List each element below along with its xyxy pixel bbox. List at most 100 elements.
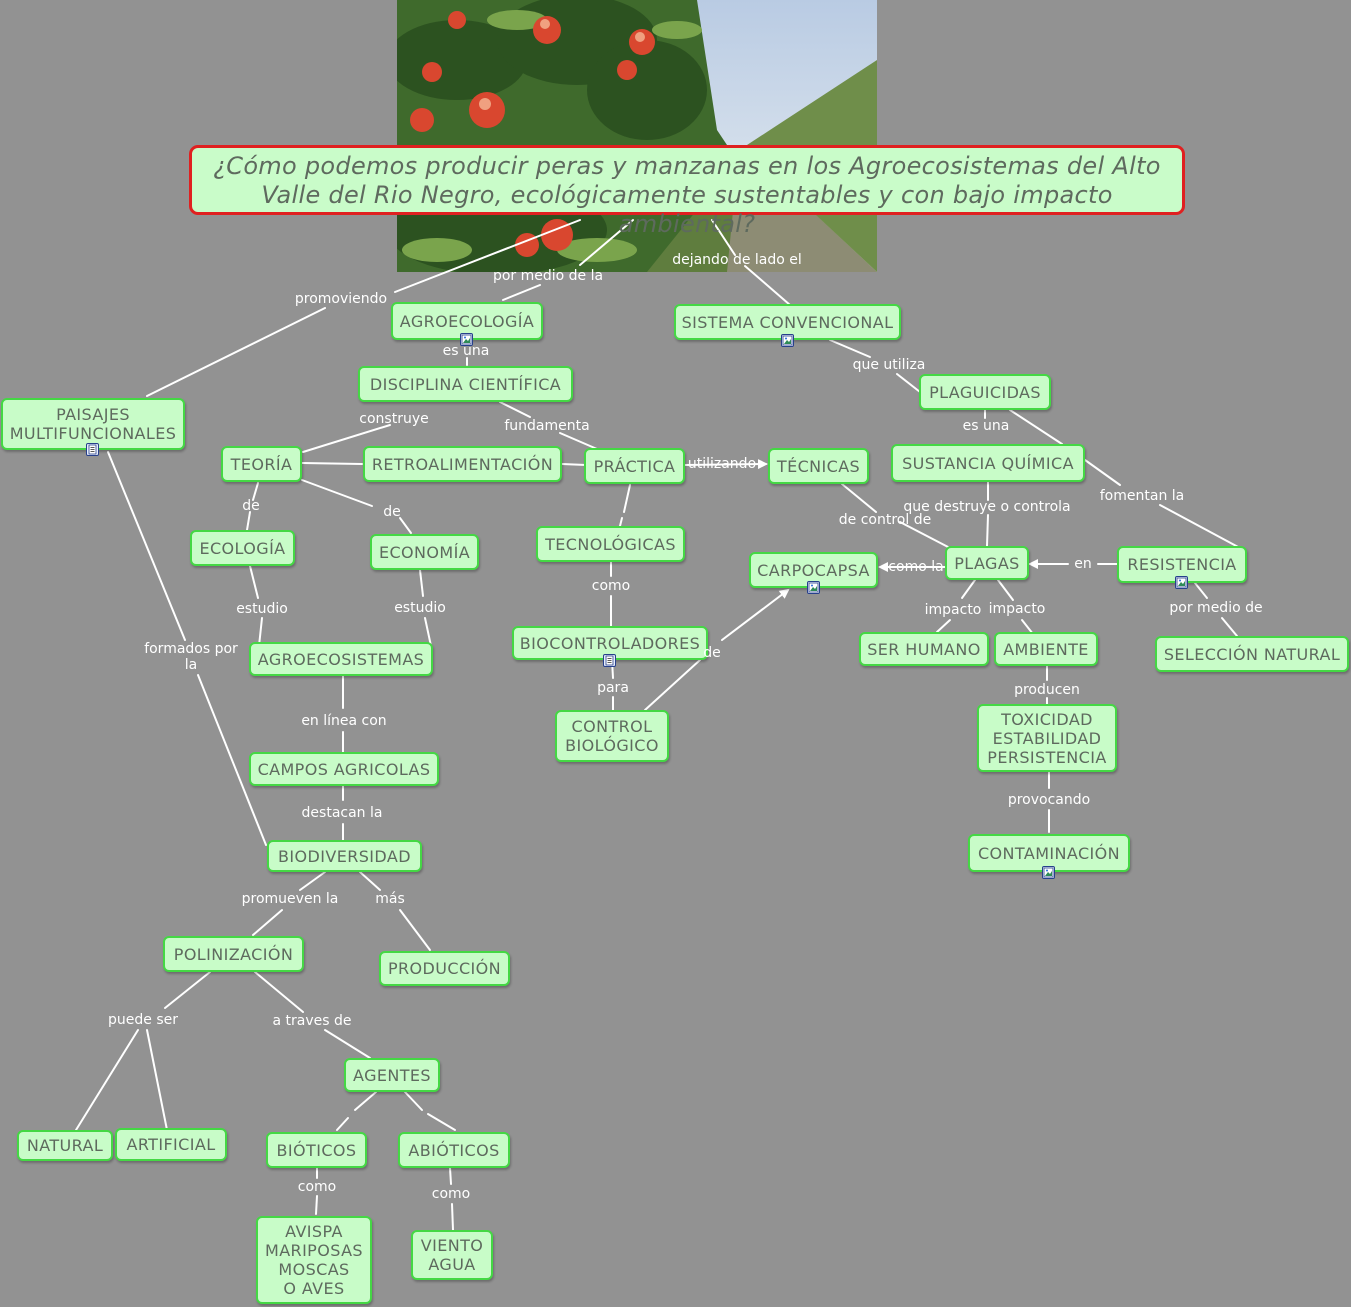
link-line: [399, 517, 412, 534]
link-label: construye: [359, 411, 429, 427]
concept-agroecosistemas[interactable]: AGROECOSISTEMAS: [249, 642, 433, 676]
link-line: [324, 1029, 371, 1059]
link-line: [254, 971, 304, 1013]
concept-tecnicas[interactable]: TÉCNICAS: [768, 448, 869, 484]
link-line: [619, 517, 623, 527]
link-line: [559, 432, 598, 450]
link-label: es una: [962, 418, 1010, 434]
concept-economia[interactable]: ECONOMÍA: [370, 534, 479, 570]
link-line: [1021, 619, 1034, 635]
link-arrow: [721, 588, 790, 641]
link-label: dejando de lado el: [672, 252, 802, 268]
link-label: como: [297, 1179, 337, 1195]
concept-abioticos[interactable]: ABIÓTICOS: [398, 1132, 510, 1168]
link-label: provocando: [1007, 792, 1091, 808]
concept-natural[interactable]: NATURAL: [17, 1130, 113, 1161]
link-label: de control de: [838, 512, 932, 528]
image-resource-icon[interactable]: [1042, 866, 1055, 879]
concept-bioticos[interactable]: BIÓTICOS: [266, 1132, 367, 1168]
link-label: en línea con: [301, 713, 387, 729]
link-label: que destruye o controla: [903, 499, 1071, 515]
link-label: promueven la: [241, 891, 339, 907]
link-line: [623, 484, 631, 513]
concept-avispa[interactable]: AVISPA MARIPOSAS MOSCAS O AVES: [256, 1216, 372, 1304]
concept-sustancia-quimica[interactable]: SUSTANCIA QUÍMICA: [891, 444, 1085, 482]
link-line: [1084, 459, 1121, 486]
link-label: fundamenta: [504, 418, 590, 434]
link-label: puede ser: [108, 1012, 178, 1028]
link-line: [561, 463, 587, 466]
link-line: [449, 1167, 452, 1185]
link-line: [394, 219, 581, 293]
concept-disciplina-cientifica[interactable]: DISCIPLINA CIENTÍFICA: [358, 366, 573, 402]
concept-artificial[interactable]: ARTIFICIAL: [115, 1128, 227, 1161]
link-line: [986, 514, 989, 547]
concept-agentes[interactable]: AGENTES: [344, 1058, 440, 1092]
link-label: estudio: [236, 601, 288, 617]
link-line: [315, 1195, 318, 1215]
concept-campos-agricolas[interactable]: CAMPOS AGRICOLAS: [249, 752, 439, 786]
link-line: [1194, 582, 1208, 599]
concept-ecologia[interactable]: ECOLOGÍA: [190, 530, 295, 566]
concept-seleccion-natural[interactable]: SELECCIÓN NATURAL: [1155, 636, 1349, 672]
link-line: [419, 569, 424, 597]
focus-question[interactable]: ¿Cómo podemos producir peras y manzanas …: [189, 145, 1185, 238]
concept-ambiente[interactable]: AMBIENTE: [994, 632, 1098, 666]
link-label: estudio: [394, 600, 446, 616]
link-line: [75, 1029, 139, 1131]
concept-polinizacion[interactable]: POLINIZACIÓN: [163, 936, 304, 972]
link-line: [896, 373, 921, 393]
link-line: [336, 1117, 349, 1131]
link-label: de: [703, 645, 721, 661]
link-label: por medio de: [1169, 600, 1263, 616]
concept-tecnologicas[interactable]: TECNOLÓGICAS: [536, 526, 685, 562]
link-line: [451, 1203, 454, 1231]
link-line: [961, 579, 976, 599]
link-line: [354, 1091, 377, 1111]
concept-control-biologico[interactable]: CONTROL BIOLÓGICO: [555, 710, 669, 762]
document-resource-icon[interactable]: [86, 443, 99, 456]
concept-practica[interactable]: PRÁCTICA: [584, 448, 685, 484]
image-resource-icon[interactable]: [781, 334, 794, 347]
link-line: [499, 401, 531, 418]
concept-toxicidad[interactable]: TOXICIDAD ESTABILIDAD PERSISTENCIA: [977, 704, 1117, 772]
concept-teoria[interactable]: TEORÍA: [221, 446, 302, 482]
concept-produccion[interactable]: PRODUCCIÓN: [379, 951, 510, 986]
link-arrow: [684, 459, 768, 470]
image-resource-icon[interactable]: [1175, 576, 1188, 589]
link-line: [424, 617, 432, 647]
link-label: a traves de: [272, 1013, 352, 1029]
document-resource-icon[interactable]: [603, 654, 616, 667]
link-line: [249, 565, 259, 599]
link-label: fomentan la: [1099, 488, 1185, 504]
link-line: [301, 462, 363, 465]
link-line: [579, 219, 634, 266]
concept-retroalimentacion[interactable]: RETROALIMENTACIÓN: [363, 446, 562, 482]
link-label: impacto: [988, 601, 1046, 617]
link-line: [711, 219, 736, 256]
concept-viento-agua[interactable]: VIENTO AGUA: [411, 1230, 493, 1280]
link-line: [899, 521, 951, 549]
concept-biodiversidad[interactable]: BIODIVERSIDAD: [267, 840, 422, 872]
link-line: [164, 971, 211, 1009]
concept-ser-humano[interactable]: SER HUMANO: [859, 632, 989, 666]
focus-question-text: ¿Cómo podemos producir peras y manzanas …: [213, 152, 1161, 238]
image-resource-icon[interactable]: [460, 333, 473, 346]
concept-plaguicidas[interactable]: PLAGUICIDAS: [919, 374, 1051, 410]
link-line: [399, 909, 431, 951]
link-label: de: [383, 504, 401, 520]
link-line: [1221, 617, 1238, 637]
link-line: [107, 451, 186, 641]
link-label: que utiliza: [852, 357, 926, 373]
link-line: [936, 619, 951, 633]
link-label: destacan la: [301, 805, 383, 821]
link-line: [997, 579, 1014, 601]
concept-plagas[interactable]: PLAGAS: [945, 546, 1029, 580]
link-label: es una: [442, 343, 490, 359]
image-resource-icon[interactable]: [807, 581, 820, 594]
link-line: [404, 1091, 423, 1111]
link-line: [197, 674, 267, 846]
link-line: [146, 307, 326, 397]
link-line: [301, 479, 373, 507]
link-line: [502, 284, 541, 301]
